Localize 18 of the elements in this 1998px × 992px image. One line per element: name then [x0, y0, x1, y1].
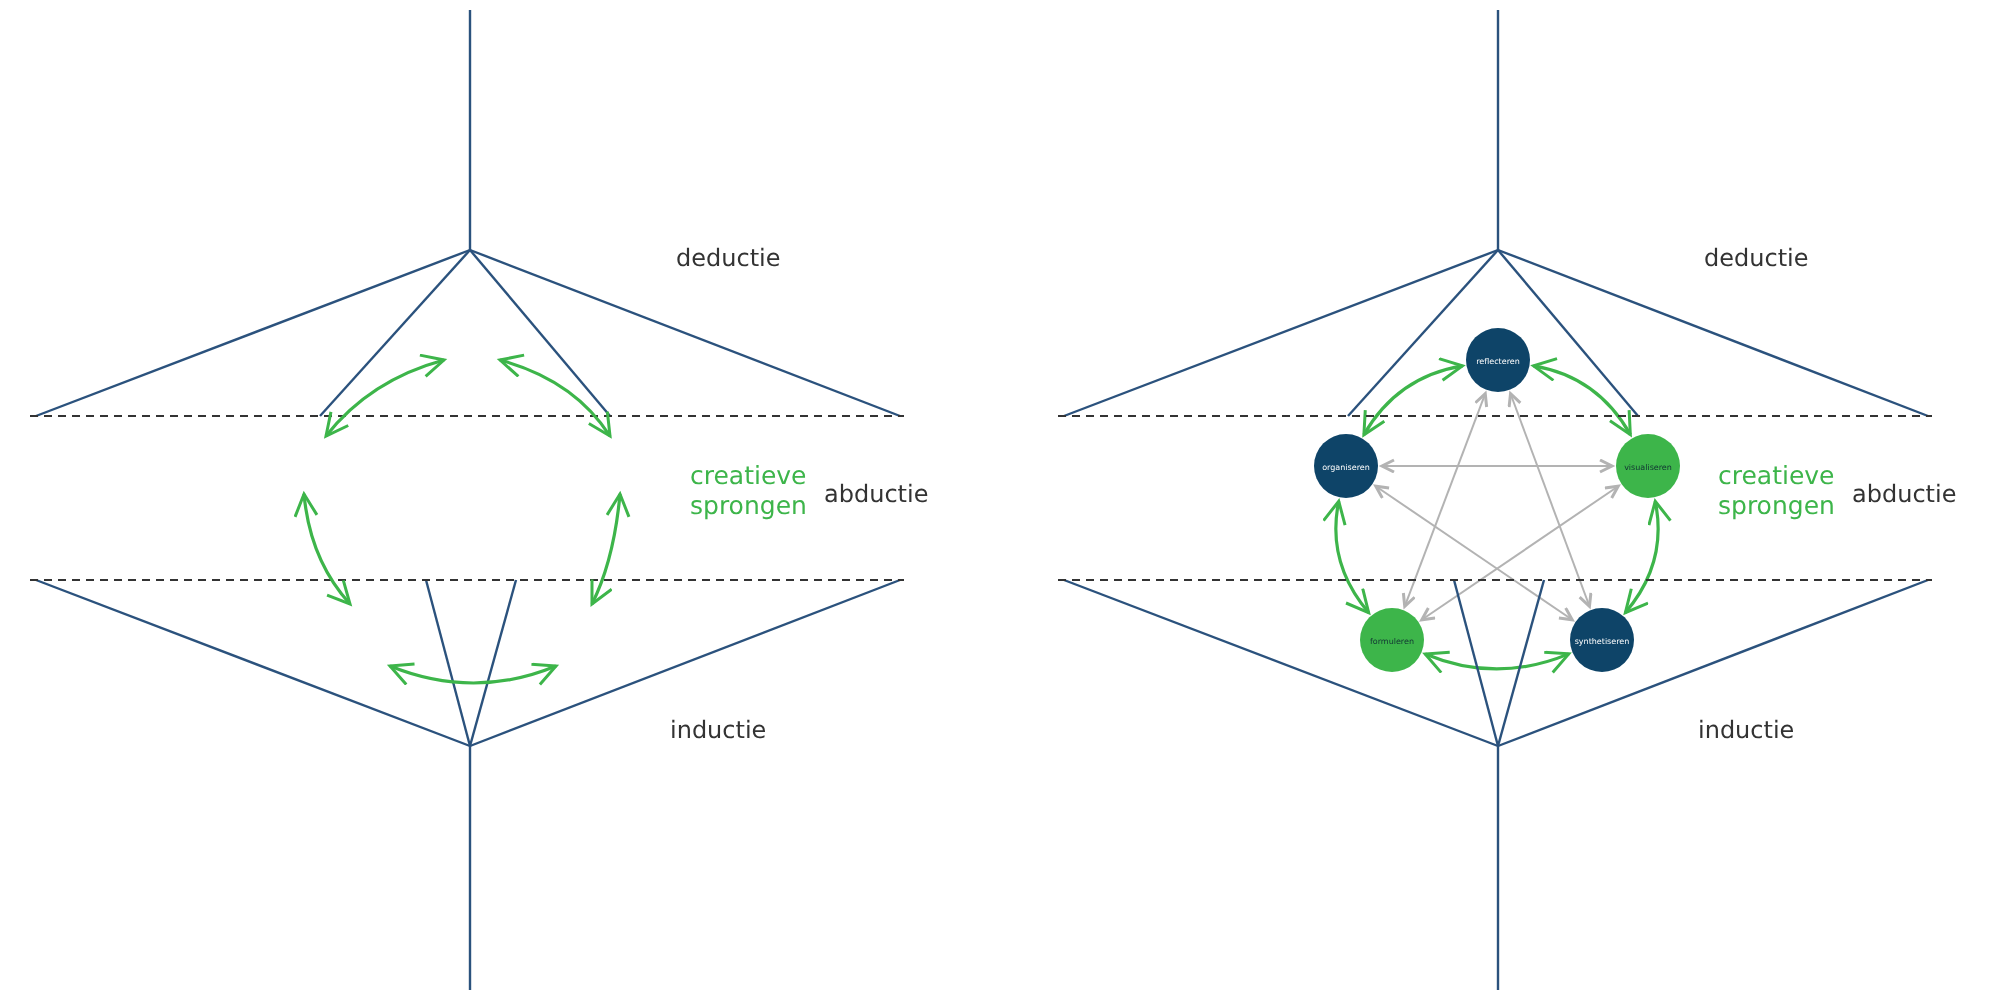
- curved-double-arrow: [1362, 357, 1464, 437]
- level-label: inductie: [1698, 716, 1795, 746]
- curved-double-arrow: [1532, 357, 1632, 437]
- connector-line: [1507, 392, 1593, 608]
- annotation-text: creatieve sprongen: [1718, 460, 1837, 520]
- curved-double-arrow: [1322, 499, 1371, 615]
- level-label: deductie: [1704, 244, 1809, 274]
- curved-double-arrow: [1623, 499, 1672, 615]
- annotation-text: creatieve sprongen: [690, 460, 809, 520]
- level-label: abductie: [824, 480, 929, 510]
- level-label: abductie: [1852, 480, 1957, 510]
- connector-line: [1374, 484, 1574, 622]
- connector-line: [1380, 458, 1614, 474]
- connector-line: [1401, 392, 1489, 608]
- curved-double-arrow: [1423, 649, 1571, 674]
- level-label: inductie: [670, 716, 767, 746]
- level-label: deductie: [676, 244, 781, 274]
- connector-line: [1420, 484, 1620, 622]
